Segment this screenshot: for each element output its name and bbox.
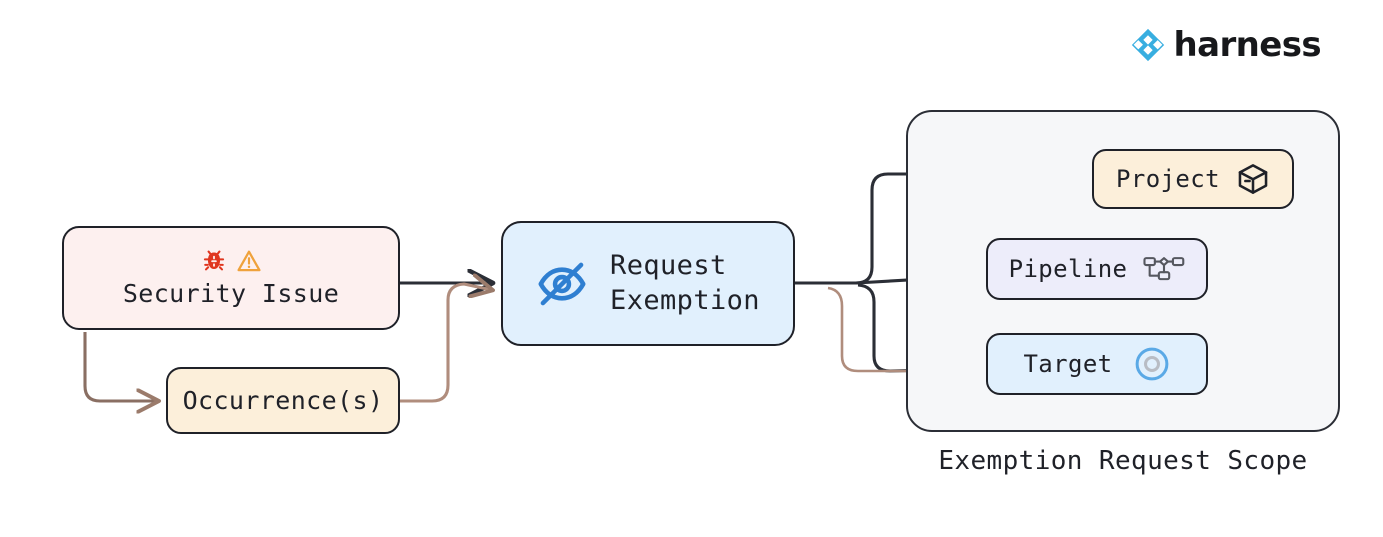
harness-brand-logo: harness [1131,25,1322,65]
edge-security-issue-to-occurrences [83,332,158,401]
edge-occurrences-to-request-exemption [400,284,492,403]
node-project-label: Project [1116,164,1220,193]
edge-occurrences-overlay-to-target [827,286,968,371]
node-occurrences-label: Occurrence(s) [182,385,384,415]
security-issue-icon-row [201,246,262,276]
node-pipeline[interactable]: Pipeline [986,238,1208,300]
node-request-exemption-label: Request Exemption [610,250,760,316]
node-security-issue[interactable]: Security Issue [62,226,400,330]
warning-triangle-icon [236,250,261,272]
node-target-label: Target [1023,349,1113,378]
harness-brand-text: harness [1173,25,1322,65]
node-occurrences[interactable]: Occurrence(s) [166,367,400,434]
exemption-request-scope-caption: Exemption Request Scope [938,446,1308,476]
node-request-exemption[interactable]: Request Exemption [501,221,795,346]
target-circle-icon [1133,345,1171,383]
node-security-issue-label: Security Issue [122,279,340,309]
harness-diamond-logo-icon [1131,28,1164,62]
eye-off-icon [536,258,588,310]
pipeline-nodes-icon [1143,254,1185,284]
bug-icon [203,250,224,271]
node-project[interactable]: Project [1092,149,1294,209]
node-target[interactable]: Target [986,333,1208,395]
cube-box-icon [1236,162,1270,196]
node-pipeline-label: Pipeline [1008,254,1128,283]
